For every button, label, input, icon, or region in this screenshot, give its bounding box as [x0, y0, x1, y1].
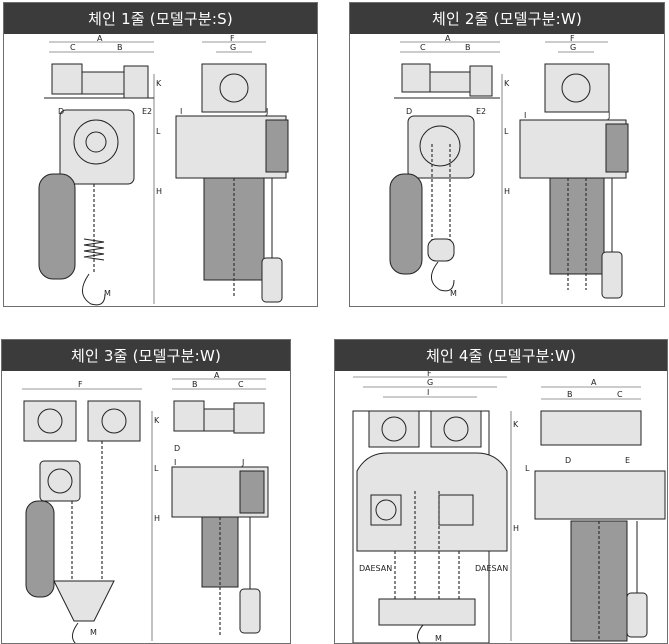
dim-label: F	[427, 371, 432, 378]
hoist-drawing: F A B C M H L K I	[2, 371, 290, 643]
dim-label: K	[156, 79, 162, 88]
dim-label: D	[174, 444, 180, 453]
dim-label: L	[156, 127, 161, 136]
dim-label: F	[78, 380, 83, 389]
panel-chain-4: 체인 4줄 (모델구분:W) F G I A B C DAESAN DAESAN	[334, 339, 668, 644]
brand-label: DAESAN	[475, 564, 508, 573]
dim-label: I	[180, 107, 182, 116]
panel-chain-2: 체인 2줄 (모델구분:W) A C B F G D E2 M	[349, 2, 665, 307]
panel-title: 체인 1줄 (모델구분:S)	[4, 3, 317, 34]
dim-label: K	[513, 420, 519, 429]
dim-label: M	[435, 634, 442, 643]
dim-label: G	[230, 43, 236, 52]
dim-label: I	[427, 388, 429, 397]
dim-label: M	[104, 289, 111, 298]
dim-label: I	[174, 458, 176, 467]
dim-label: C	[617, 390, 623, 399]
dim-label: B	[567, 390, 573, 399]
dim-label: G	[427, 378, 433, 387]
dim-label: J	[607, 111, 610, 120]
dim-label: L	[525, 464, 530, 473]
dim-label: H	[504, 187, 510, 196]
panel-chain-1: 체인 1줄 (모델구분:S) A C B F G D E2	[3, 2, 318, 307]
dim-label: G	[570, 43, 576, 52]
dim-label: J	[265, 107, 268, 116]
dim-label: A	[445, 34, 451, 43]
dim-label: C	[420, 43, 426, 52]
dim-label: E2	[142, 107, 152, 116]
dim-label: C	[238, 380, 244, 389]
dim-label: D	[406, 107, 412, 116]
dim-label: F	[570, 34, 575, 43]
dim-label: E	[625, 456, 630, 465]
dim-label: D	[565, 456, 571, 465]
dim-label: F	[230, 34, 235, 43]
panel-title: 체인 4줄 (모델구분:W)	[335, 340, 667, 371]
dim-label: B	[117, 43, 123, 52]
brand-label: DAESAN	[359, 564, 392, 573]
dim-label: A	[591, 378, 597, 387]
dim-label: L	[504, 127, 509, 136]
dim-label: K	[504, 79, 510, 88]
hoist-drawing: A C B F G D E2 M H L K	[350, 34, 664, 306]
dim-label: H	[156, 187, 162, 196]
dim-label: C	[70, 43, 76, 52]
dim-label: A	[214, 371, 220, 380]
panel-title: 체인 3줄 (모델구분:W)	[2, 340, 290, 371]
dim-label: B	[465, 43, 471, 52]
dim-label: D	[58, 107, 64, 116]
dim-label: B	[192, 380, 198, 389]
panel-title: 체인 2줄 (모델구분:W)	[350, 3, 664, 34]
dim-label: J	[241, 458, 244, 467]
dim-label: L	[154, 464, 159, 473]
dim-label: K	[154, 416, 160, 425]
dim-label: H	[513, 524, 519, 533]
dim-label: M	[450, 289, 457, 298]
hoist-drawing: F G I A B C DAESAN DAESAN	[335, 369, 667, 643]
dim-label: H	[154, 514, 160, 523]
dim-label: A	[97, 34, 103, 43]
dim-label: I	[524, 111, 526, 120]
hoist-drawing: A C B F G D E2 M H L K	[4, 34, 317, 306]
dim-label: E2	[476, 107, 486, 116]
dim-label: M	[90, 628, 97, 637]
panel-chain-3: 체인 3줄 (모델구분:W) F A B C M H L K	[1, 339, 291, 644]
